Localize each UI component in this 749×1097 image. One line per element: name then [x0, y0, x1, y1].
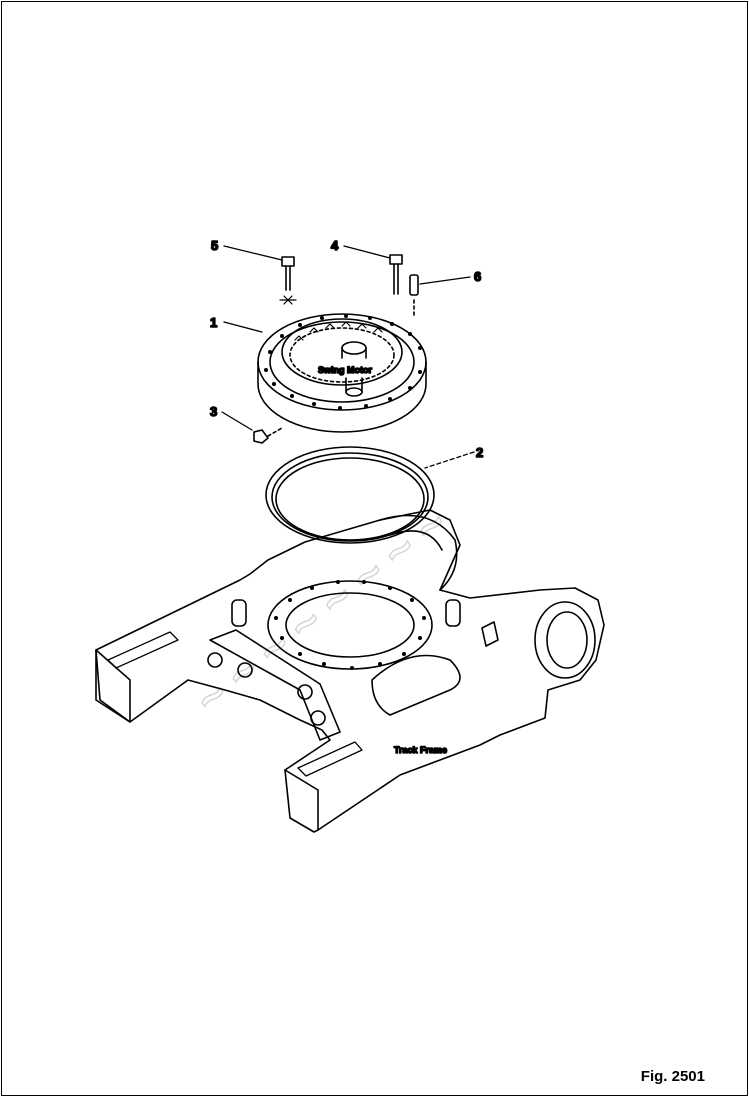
pin-6: [409, 274, 419, 317]
callout-3: 3: [210, 404, 217, 419]
seal-ring: [265, 446, 435, 544]
swing-motor-label: Swing Motor: [318, 365, 372, 375]
callout-4: 4: [331, 238, 339, 253]
callout-5: 5: [211, 238, 218, 253]
track-frame-label: Track Frame: [394, 745, 447, 755]
swing-circle-ring: [257, 313, 427, 433]
swing-motor-pinion: [341, 341, 367, 397]
bolt-5: [279, 256, 297, 305]
callout-6: 6: [474, 269, 481, 284]
leader-lines: [221, 245, 475, 469]
callout-2: 2: [476, 445, 483, 460]
bolt-4: [389, 254, 403, 295]
figure-caption: Fig. 2501: [640, 1068, 705, 1085]
grease-fitting-3: [253, 427, 283, 444]
track-frame: [95, 509, 605, 833]
callout-1: 1: [210, 315, 217, 330]
